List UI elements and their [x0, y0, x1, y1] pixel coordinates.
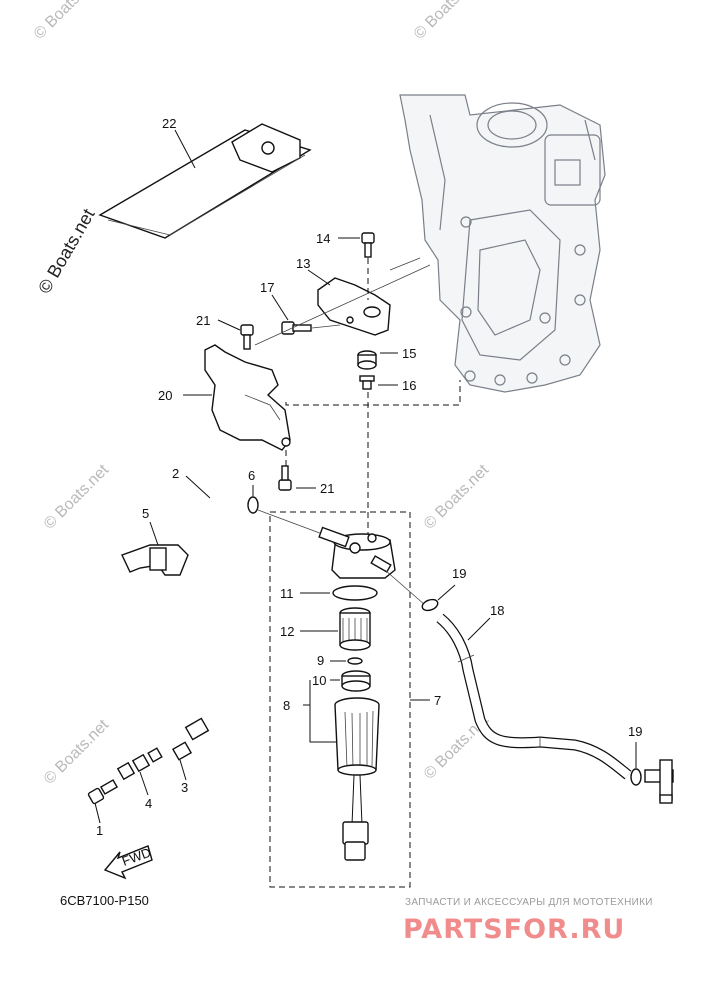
part-16-collar: [359, 375, 375, 390]
callout-8: 8: [283, 698, 290, 713]
part-7-assembly-box: [269, 511, 411, 888]
callout-16: 16: [402, 378, 416, 393]
part-12-filter-element: [339, 607, 371, 651]
callout-14: 14: [316, 231, 330, 246]
part-17-bolt: [281, 321, 312, 335]
part-21-bolt-upper: [240, 324, 254, 350]
part-11-o-ring: [332, 585, 378, 601]
part-21-bolt-lower: [278, 465, 292, 491]
filter-head: [318, 526, 396, 579]
watermark-faint: © Boats.net: [411, 0, 483, 43]
part-4-joint: [116, 747, 163, 781]
part-9-ring: [347, 657, 363, 665]
callout-21-lower: 21: [320, 481, 334, 496]
callout-13: 13: [296, 256, 310, 271]
diagram-code: 6CB7100-P150: [60, 893, 149, 908]
watermark-faint: © Boats.net: [421, 461, 493, 533]
callout-7: 7: [434, 693, 441, 708]
shop-logo: PARTSFOR.RU: [403, 914, 625, 945]
callout-18: 18: [490, 603, 504, 618]
callout-11: 11: [280, 586, 294, 601]
callout-22: 22: [162, 116, 176, 131]
callout-9: 9: [317, 653, 324, 668]
callout-2: 2: [172, 466, 179, 481]
part-15-grommet: [357, 350, 377, 370]
callout-5: 5: [142, 506, 149, 521]
part-10-float: [341, 670, 371, 692]
part-6-clip: [247, 496, 259, 514]
shop-caption: ЗАПЧАСТИ И АКСЕССУАРЫ ДЛЯ МОТОТЕХНИКИ: [405, 897, 653, 908]
callout-1: 1: [96, 823, 103, 838]
t-joint: [644, 759, 674, 804]
callout-17: 17: [260, 280, 274, 295]
watermark-faint: © Boats.net: [31, 0, 103, 43]
part-3-joint: [171, 717, 210, 761]
part-19-clip-lower: [630, 768, 642, 786]
part-1-plug: [87, 779, 119, 805]
part-18-hose: [436, 613, 632, 780]
callout-20: 20: [158, 388, 172, 403]
callout-4: 4: [145, 796, 152, 811]
part-19-clip-upper: [421, 598, 439, 612]
callout-15: 15: [402, 346, 416, 361]
callout-10: 10: [312, 673, 326, 688]
part-5-holder: [121, 544, 189, 576]
callout-21-upper: 21: [196, 313, 210, 328]
fwd-arrow-icon: FWD: [103, 845, 153, 880]
part-8-filter-cup: [334, 697, 380, 861]
watermark-main: © Boats.net: [34, 205, 98, 297]
engine-block: [399, 94, 606, 393]
watermark-faint: © Boats.net: [41, 716, 113, 788]
callout-6: 6: [248, 468, 255, 483]
callout-12: 12: [280, 624, 294, 639]
part-20-bracket: [204, 344, 291, 451]
part-22-pouch: [98, 123, 312, 239]
watermark-faint: © Boats.net: [41, 461, 113, 533]
part-13-bracket: [317, 277, 391, 336]
callout-19-upper: 19: [452, 566, 466, 581]
part-2-hose: [199, 492, 245, 729]
part-14-bolt: [361, 232, 375, 258]
callout-19-lower: 19: [628, 724, 642, 739]
callout-3: 3: [181, 780, 188, 795]
